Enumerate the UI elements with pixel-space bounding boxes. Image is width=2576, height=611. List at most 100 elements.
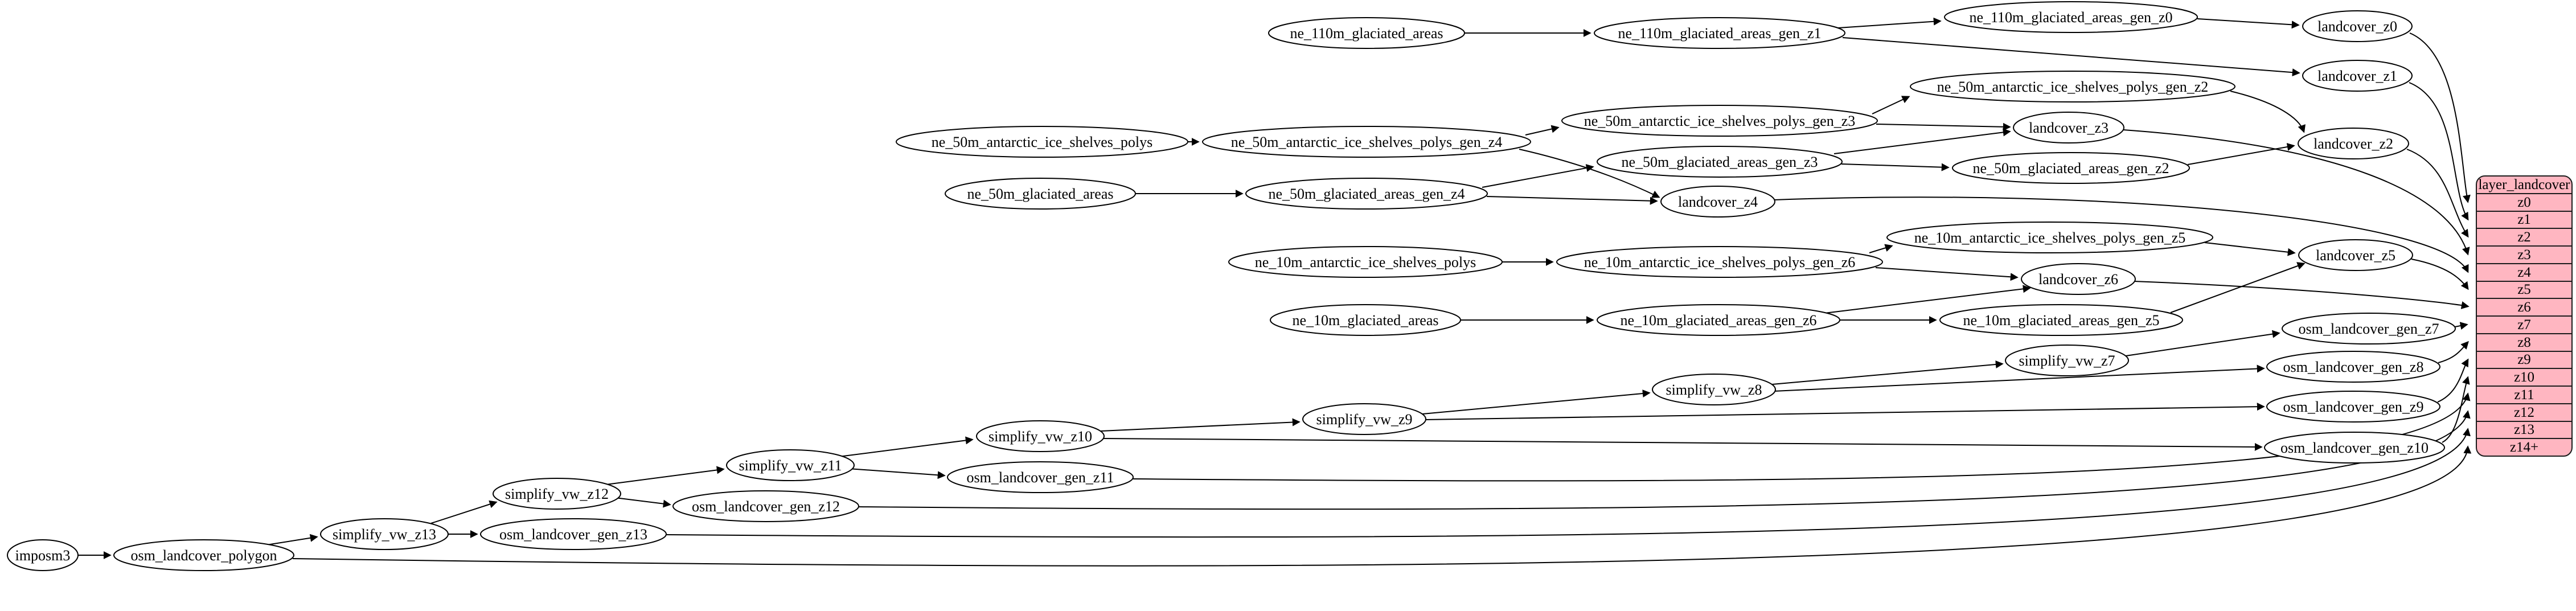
table-row-z13: z13 (2477, 420, 2571, 438)
edge-simplify_vw_z9-to-simplify_vw_z8 (1422, 389, 1651, 415)
node-ne_50m_glaciated_areas: ne_50m_glaciated_areas (945, 178, 1136, 210)
node-ellipse-ne_50m_antarctic_ice_shelves_polys_gen_z2 (1910, 71, 2235, 102)
node-label-ne_10m_antarctic_ice_shelves_polys: ne_10m_antarctic_ice_shelves_polys (1255, 254, 1476, 270)
node-ne_10m_glaciated_areas_gen_z5: ne_10m_glaciated_areas_gen_z5 (1939, 304, 2183, 336)
node-ellipse-osm_landcover_gen_z10 (2264, 432, 2445, 464)
table-row-z1: z1 (2477, 210, 2571, 228)
node-label-osm_landcover_gen_z9: osm_landcover_gen_z9 (2283, 399, 2424, 415)
node-label-simplify_vw_z12: simplify_vw_z12 (505, 486, 609, 502)
node-ne_110m_glaciated_areas: ne_110m_glaciated_areas (1268, 17, 1465, 49)
edge-landcover_z6-to-layer_landcover_z6 (2134, 281, 2470, 309)
node-ellipse-osm_landcover_gen_z8 (2266, 351, 2440, 383)
edge-landcover_z5-to-layer_landcover_z5 (2411, 259, 2469, 290)
edge-ne_50m_glaciated_areas_gen_z3-to-ne_50m_glaciated_areas_gen_z2 (1841, 163, 1950, 171)
edge-simplify_vw_z8-to-osm_landcover_gen_z8 (1773, 364, 2265, 392)
layer-landcover-table: layer_landcover z0 z1 z2 z3 z4 z5 z6 z7 … (2476, 175, 2573, 457)
node-ne_10m_antarctic_ice_shelves_polys: ne_10m_antarctic_ice_shelves_polys (1228, 246, 1503, 278)
node-label-landcover_z0: landcover_z0 (2317, 18, 2397, 35)
node-label-ne_110m_glaciated_areas: ne_110m_glaciated_areas (1290, 25, 1443, 42)
edge-osm_landcover_gen_z9-to-layer_landcover_z9 (2437, 358, 2469, 403)
layer-table-header: layer_landcover (2478, 177, 2570, 192)
node-ne_110m_glaciated_areas_gen_z1: ne_110m_glaciated_areas_gen_z1 (1594, 17, 1845, 49)
node-label-ne_50m_antarctic_ice_shelves_polys_gen_z2: ne_50m_antarctic_ice_shelves_polys_gen_z… (1937, 79, 2209, 95)
table-row-z7: z7 (2477, 315, 2571, 333)
node-label-ne_50m_antarctic_ice_shelves_polys: ne_50m_antarctic_ice_shelves_polys (932, 134, 1152, 150)
node-label-osm_landcover_gen_z10: osm_landcover_gen_z10 (2280, 440, 2429, 456)
edge-simplify_vw_z7-to-osm_landcover_gen_z7 (2125, 330, 2280, 356)
node-label-ne_50m_glaciated_areas_gen_z3: ne_50m_glaciated_areas_gen_z3 (1621, 154, 1818, 170)
edge-ne_10m_antarctic_ice_shelves_polys_gen_z5-to-landcover_z5 (2204, 242, 2296, 256)
node-label-osm_landcover_gen_z11: osm_landcover_gen_z11 (967, 469, 1114, 486)
node-ellipse-ne_50m_glaciated_areas_gen_z2 (1952, 152, 2190, 184)
node-ellipse-ne_50m_antarctic_ice_shelves_polys_gen_z4 (1202, 126, 1531, 158)
node-ellipse-ne_10m_glaciated_areas_gen_z5 (1939, 304, 2183, 336)
node-simplify_vw_z9: simplify_vw_z9 (1302, 403, 1426, 435)
edge-landcover_z3-to-layer_landcover_z3 (2123, 129, 2470, 256)
node-label-landcover_z4: landcover_z4 (1678, 194, 1758, 210)
node-osm_landcover_gen_z7: osm_landcover_gen_z7 (2282, 313, 2456, 345)
node-ne_50m_antarctic_ice_shelves_polys_gen_z3: ne_50m_antarctic_ice_shelves_polys_gen_z… (1561, 105, 1878, 137)
node-label-simplify_vw_z11: simplify_vw_z11 (739, 457, 842, 474)
table-row-z0: z0 (2477, 192, 2571, 211)
edge-layer (78, 17, 2472, 567)
node-ellipse-ne_10m_antarctic_ice_shelves_polys_gen_z5 (1886, 222, 2213, 253)
edge-ne_50m_antarctic_ice_shelves_polys_gen_z4-to-landcover_z4 (1519, 149, 1660, 198)
node-ellipse-ne_110m_glaciated_areas_gen_z0 (1944, 1, 2198, 33)
node-ne_50m_antarctic_ice_shelves_polys_gen_z2: ne_50m_antarctic_ice_shelves_polys_gen_z… (1910, 71, 2235, 102)
node-label-osm_landcover_gen_z13: osm_landcover_gen_z13 (499, 526, 647, 543)
node-label-ne_110m_glaciated_areas_gen_z1: ne_110m_glaciated_areas_gen_z1 (1618, 25, 1821, 42)
node-label-simplify_vw_z8: simplify_vw_z8 (1666, 382, 1762, 398)
node-ellipse-landcover_z0 (2302, 10, 2413, 42)
edge-osm_landcover_polygon-to-layer_landcover_z14+ (292, 445, 2472, 567)
node-label-simplify_vw_z7: simplify_vw_z7 (2019, 352, 2115, 369)
table-row-z10: z10 (2477, 368, 2571, 386)
edge-osm_landcover_gen_z11-to-layer_landcover_z11 (1133, 392, 2471, 482)
node-landcover_z6: landcover_z6 (2021, 263, 2136, 295)
node-ellipse-landcover_z5 (2298, 239, 2413, 271)
node-label-osm_landcover_gen_z8: osm_landcover_gen_z8 (2283, 359, 2424, 375)
edge-landcover_z2-to-layer_landcover_z2 (2406, 149, 2469, 238)
node-ne_50m_antarctic_ice_shelves_polys_gen_z4: ne_50m_antarctic_ice_shelves_polys_gen_z… (1202, 126, 1531, 158)
node-osm_landcover_gen_z11: osm_landcover_gen_z11 (947, 461, 1134, 493)
node-ellipse-simplify_vw_z9 (1302, 403, 1426, 435)
edge-osm_landcover_gen_z13-to-layer_landcover_z13 (666, 428, 2471, 538)
node-ne_10m_glaciated_areas_gen_z6: ne_10m_glaciated_areas_gen_z6 (1597, 304, 1840, 336)
table-row-z14plus: z14+ (2477, 438, 2571, 456)
node-ellipse-ne_50m_antarctic_ice_shelves_polys (896, 126, 1188, 158)
node-ellipse-simplify_vw_z7 (2005, 345, 2129, 376)
edge-landcover_z1-to-layer_landcover_z1 (2409, 82, 2469, 221)
edge-landcover_z4-to-layer_landcover_z4 (1774, 196, 2469, 273)
node-label-ne_50m_glaciated_areas_gen_z2: ne_50m_glaciated_areas_gen_z2 (1972, 160, 2169, 177)
node-label-ne_50m_glaciated_areas: ne_50m_glaciated_areas (967, 186, 1114, 202)
node-ne_10m_glaciated_areas: ne_10m_glaciated_areas (1270, 304, 1461, 336)
node-simplify_vw_z12: simplify_vw_z12 (493, 478, 621, 510)
edge-osm_landcover_gen_z12-to-layer_landcover_z12 (858, 410, 2471, 510)
node-landcover_z4: landcover_z4 (1660, 186, 1775, 218)
node-osm_landcover_gen_z10: osm_landcover_gen_z10 (2264, 432, 2445, 464)
node-landcover_z1: landcover_z1 (2302, 60, 2413, 92)
node-label-simplify_vw_z9: simplify_vw_z9 (1316, 411, 1413, 428)
node-ellipse-osm_landcover_gen_z12 (672, 490, 859, 522)
edge-ne_50m_glaciated_areas_gen_z2-to-landcover_z2 (2187, 143, 2295, 165)
node-ellipse-ne_110m_glaciated_areas (1268, 17, 1465, 49)
node-label-ne_50m_glaciated_areas_gen_z4: ne_50m_glaciated_areas_gen_z4 (1268, 186, 1465, 202)
edge-ne_50m_antarctic_ice_shelves_polys_gen_z4-to-ne_50m_antarctic_ice_shelves_polys_gen_z3 (1525, 125, 1560, 136)
node-label-ne_10m_glaciated_areas: ne_10m_glaciated_areas (1293, 312, 1439, 329)
table-row-z8: z8 (2477, 333, 2571, 351)
node-label-simplify_vw_z10: simplify_vw_z10 (988, 428, 1092, 445)
table-row-z9: z9 (2477, 350, 2571, 368)
node-osm_landcover_gen_z12: osm_landcover_gen_z12 (672, 490, 859, 522)
node-ellipse-ne_10m_antarctic_ice_shelves_polys (1228, 246, 1503, 278)
node-ellipse-ne_10m_glaciated_areas (1270, 304, 1461, 336)
node-ne_10m_antarctic_ice_shelves_polys_gen_z5: ne_10m_antarctic_ice_shelves_polys_gen_z… (1886, 222, 2213, 253)
node-ellipse-landcover_z3 (2013, 112, 2124, 143)
node-label-ne_110m_glaciated_areas_gen_z0: ne_110m_glaciated_areas_gen_z0 (1969, 9, 2172, 26)
edge-simplify_vw_z8-to-simplify_vw_z7 (1771, 360, 2004, 385)
node-ellipse-simplify_vw_z8 (1652, 374, 1776, 405)
node-ne_110m_glaciated_areas_gen_z0: ne_110m_glaciated_areas_gen_z0 (1944, 1, 2198, 33)
edge-ne_110m_glaciated_areas_gen_z1-to-landcover_z1 (1842, 37, 2300, 77)
edge-osm_landcover_gen_z8-to-layer_landcover_z8 (2438, 341, 2469, 363)
edge-ne_50m_glaciated_areas_gen_z4-to-ne_50m_glaciated_areas_gen_z3 (1482, 164, 1594, 188)
node-osm_landcover_gen_z9: osm_landcover_gen_z9 (2266, 391, 2440, 423)
